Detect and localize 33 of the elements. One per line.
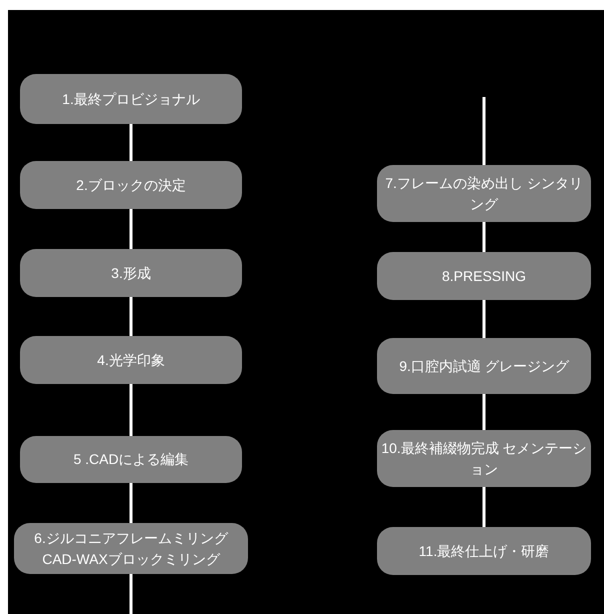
connector-line bbox=[482, 487, 486, 527]
step-box bbox=[20, 161, 242, 209]
connector-line bbox=[482, 222, 486, 252]
step-box bbox=[14, 523, 248, 574]
connector-line bbox=[130, 124, 132, 161]
step-label: 7.フレームの染め出し シンタリング bbox=[384, 174, 584, 214]
step-label: 3.形成 bbox=[111, 264, 151, 282]
connector-line bbox=[482, 97, 486, 165]
step-label: 6.ジルコニアフレームミリング CAD-WAXブロックミリング bbox=[33, 528, 230, 568]
step-box bbox=[377, 527, 591, 575]
step-box bbox=[20, 336, 242, 384]
step-box bbox=[377, 430, 591, 487]
step-label: 10.最終補綴物完成 セメンテーション bbox=[381, 438, 587, 478]
connector-line bbox=[130, 384, 132, 436]
connector-line bbox=[482, 394, 486, 430]
step-label: 8.PRESSING bbox=[442, 266, 526, 286]
step-label: 2.ブロックの決定 bbox=[76, 176, 186, 194]
step-label: 4.光学印象 bbox=[97, 350, 165, 370]
step-label: 11.最終仕上げ・研磨 bbox=[418, 542, 550, 560]
connector-line bbox=[130, 297, 132, 336]
connector-line bbox=[130, 209, 132, 249]
step-box bbox=[377, 338, 591, 394]
step-label: 5 .CADによる編集 bbox=[73, 450, 189, 469]
connector-line bbox=[130, 483, 132, 523]
step-label: 9.口腔内試適 グレージング bbox=[399, 356, 569, 376]
step-box bbox=[20, 249, 242, 297]
step-box bbox=[20, 436, 242, 483]
step-box bbox=[377, 165, 591, 222]
connector-line bbox=[482, 300, 486, 338]
connector-line bbox=[130, 574, 132, 614]
step-box bbox=[20, 74, 242, 124]
step-label: 1.最終プロビジョナル bbox=[62, 90, 200, 108]
step-box bbox=[377, 252, 591, 300]
